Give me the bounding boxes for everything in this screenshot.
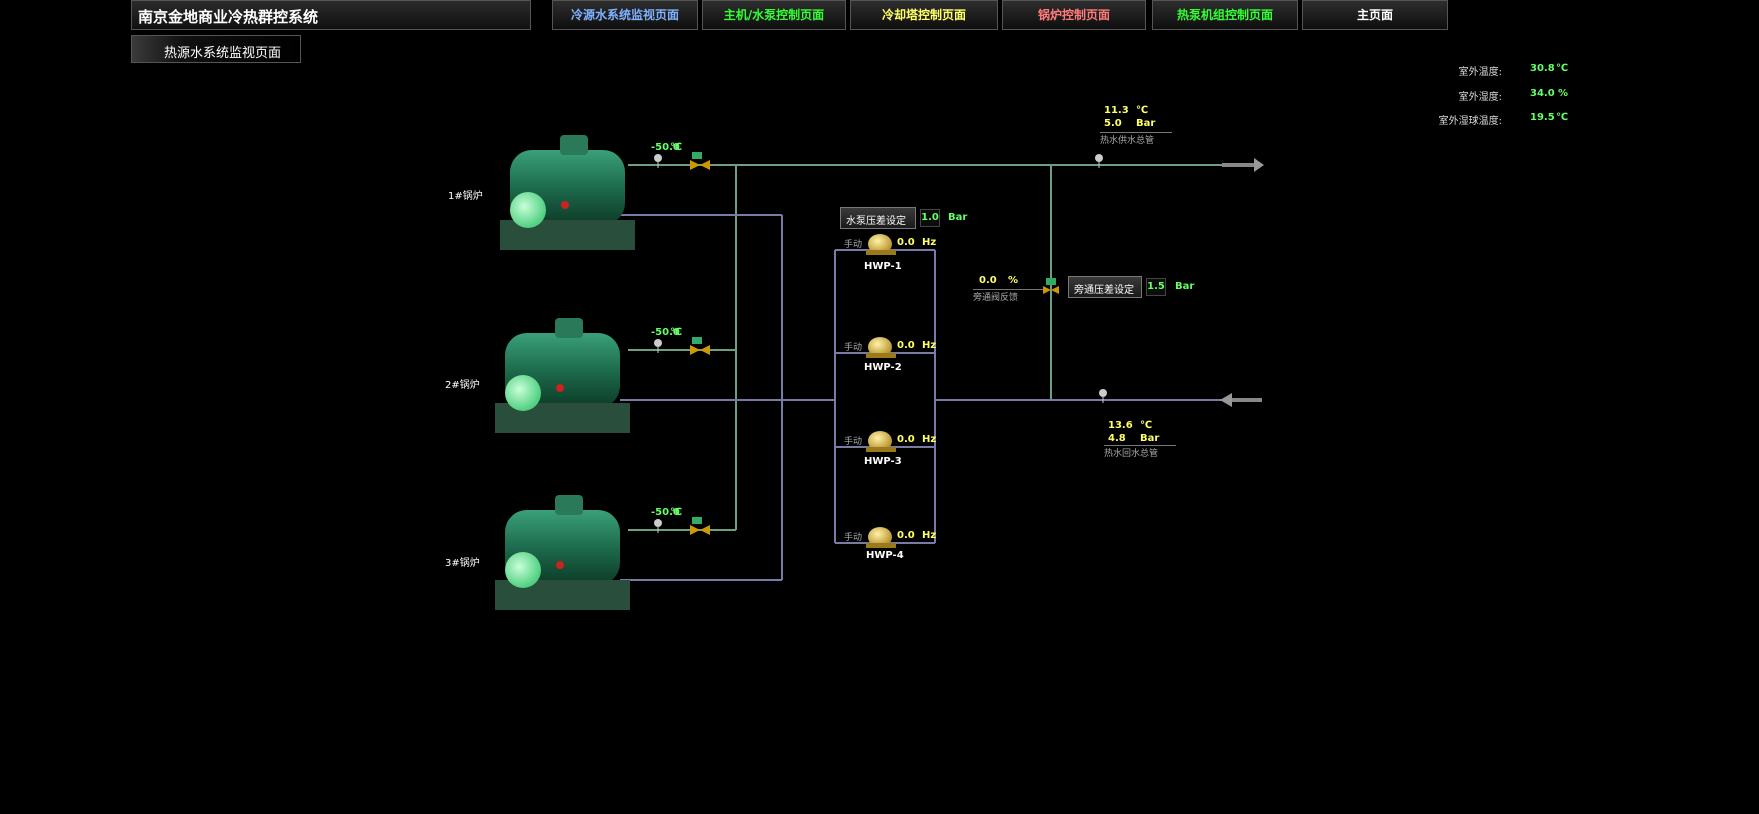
pump-1-name[interactable]: HWP-1 <box>864 261 902 272</box>
nav-heat-pump-control[interactable]: 热泵机组控制页面 <box>1152 0 1298 30</box>
boiler-2-sensor <box>654 339 662 353</box>
return-flow-arrow <box>1220 393 1262 407</box>
boiler-3-label[interactable]: 3#锅炉 <box>445 558 480 569</box>
boiler-3-temp-unit: ℃ <box>670 507 683 518</box>
pump-3-freq: 0.0 <box>897 434 915 445</box>
pump-dp-setpoint-button[interactable]: 水泵压差设定 <box>840 207 916 229</box>
outdoor-wetbulb-unit: ℃ <box>1556 112 1569 123</box>
pump-2-freq-unit: Hz <box>922 340 937 351</box>
outdoor-temp-label: 室外温度: <box>1458 67 1502 78</box>
boiler-2-label[interactable]: 2#锅炉 <box>445 380 480 391</box>
return-main-sensor <box>1099 389 1107 403</box>
outdoor-humidity-label: 室外湿度: <box>1458 92 1502 103</box>
bypass-dp-unit: Bar <box>1175 281 1195 292</box>
supply-flow-arrow <box>1222 158 1264 172</box>
bypass-feedback-value: 0.0 <box>979 275 997 286</box>
return-main-label: 热水回水总管 <box>1104 445 1176 459</box>
nav-boiler-control[interactable]: 锅炉控制页面 <box>1002 0 1146 30</box>
pump-3-graphic <box>866 431 896 452</box>
return-pressure: 4.8 <box>1108 433 1126 444</box>
pump-3-name[interactable]: HWP-3 <box>864 456 902 467</box>
bypass-feedback-unit: % <box>1008 275 1019 286</box>
boiler-1-sensor <box>654 154 662 168</box>
nav-cold-source-monitor[interactable]: 冷源水系统监视页面 <box>552 0 698 30</box>
boiler-2-temp-unit: ℃ <box>670 327 683 338</box>
return-pipes <box>620 214 1222 581</box>
pump-2-name[interactable]: HWP-2 <box>864 362 902 373</box>
pump-1-mode[interactable]: 手动 <box>844 240 863 250</box>
bypass-feedback-label: 旁通阀反馈 <box>973 289 1043 303</box>
nav-chiller-pump-control[interactable]: 主机/水泵控制页面 <box>702 0 846 30</box>
boiler-2-graphic <box>495 318 630 433</box>
page-label: 热源水系统监视页面 <box>131 35 301 63</box>
pump-4-graphic <box>866 527 896 548</box>
outdoor-temp-value: 30.8 <box>1530 63 1555 74</box>
supply-temp: 11.3 <box>1104 105 1129 116</box>
pump-3-freq-unit: Hz <box>922 434 937 445</box>
pump-2-graphic <box>866 337 896 358</box>
app-title: 南京金地商业冷热群控系统 <box>131 0 531 30</box>
bypass-dp-value[interactable]: 1.5 <box>1146 278 1166 296</box>
outdoor-humidity-unit: % <box>1558 88 1569 99</box>
boiler-1-graphic <box>500 135 635 250</box>
boiler-1-label[interactable]: 1#锅炉 <box>448 191 483 202</box>
pump-4-freq: 0.0 <box>897 530 915 541</box>
boiler-3-sensor <box>654 519 662 533</box>
pump-1-graphic <box>866 234 896 255</box>
supply-pressure-unit: Bar <box>1136 118 1156 129</box>
supply-main-label: 热水供水总管 <box>1100 132 1172 146</box>
return-pressure-unit: Bar <box>1140 433 1160 444</box>
boiler-3-temp: -50.0 <box>651 507 680 518</box>
supply-main-sensor <box>1095 154 1103 168</box>
boiler-1-valve <box>690 152 710 170</box>
return-temp: 13.6 <box>1108 420 1133 431</box>
pump-4-name[interactable]: HWP-4 <box>866 550 904 561</box>
boiler-3-valve <box>690 517 710 535</box>
pump-4-mode[interactable]: 手动 <box>844 533 863 543</box>
supply-temp-unit: ℃ <box>1136 105 1149 116</box>
outdoor-wetbulb-value: 19.5 <box>1530 112 1555 123</box>
outdoor-humidity-value: 34.0 <box>1530 88 1555 99</box>
boiler-1-temp: -50.0 <box>651 142 680 153</box>
outdoor-temp-unit: ℃ <box>1556 63 1569 74</box>
pump-2-mode[interactable]: 手动 <box>844 343 863 353</box>
pump-1-freq: 0.0 <box>897 237 915 248</box>
pump-3-mode[interactable]: 手动 <box>844 437 863 447</box>
return-temp-unit: ℃ <box>1140 420 1153 431</box>
nav-cooling-tower-control[interactable]: 冷却塔控制页面 <box>850 0 998 30</box>
bypass-dp-setpoint-button[interactable]: 旁通压差设定 <box>1068 276 1142 298</box>
boiler-1-temp-unit: ℃ <box>670 142 683 153</box>
pump-1-freq-unit: Hz <box>922 237 937 248</box>
pump-4-freq-unit: Hz <box>922 530 937 541</box>
bypass-valve-graphic <box>1043 278 1059 294</box>
boiler-2-temp: -50.0 <box>651 327 680 338</box>
supply-pressure: 5.0 <box>1104 118 1122 129</box>
pump-dp-unit: Bar <box>948 212 968 223</box>
nav-home[interactable]: 主页面 <box>1302 0 1448 30</box>
boiler-2-valve <box>690 337 710 355</box>
outdoor-wetbulb-label: 室外湿球温度: <box>1438 116 1502 127</box>
boiler-3-graphic <box>495 495 630 610</box>
pump-dp-value[interactable]: 1.0 <box>920 209 940 227</box>
pump-2-freq: 0.0 <box>897 340 915 351</box>
